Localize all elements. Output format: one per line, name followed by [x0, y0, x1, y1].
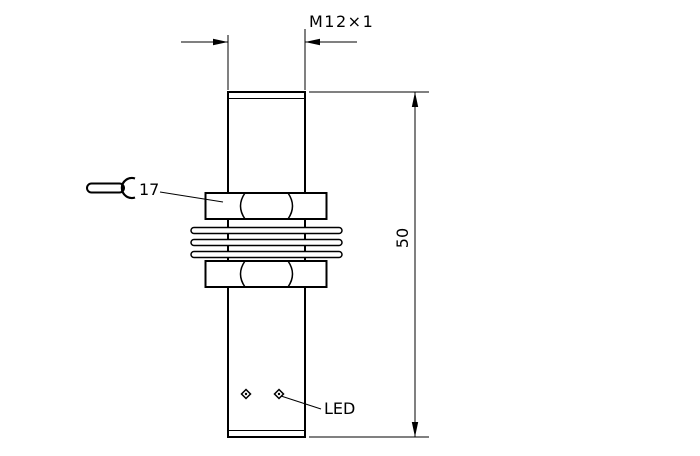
wrench-icon — [86, 176, 136, 200]
length-label: 50 — [393, 228, 412, 248]
wrench-leader-line — [159, 191, 224, 203]
washer — [190, 250, 343, 259]
hex-facet-arc — [239, 260, 246, 288]
hex-nut-outline — [204, 192, 328, 220]
led-dot — [244, 392, 248, 396]
washer — [190, 238, 343, 247]
hex-facet-arc — [287, 192, 294, 220]
hex-nut-lower — [204, 260, 328, 288]
arrowhead — [411, 92, 419, 107]
hex-facet-arc — [287, 260, 294, 288]
hex-facet-arc — [239, 192, 246, 220]
hex-nut-outline — [204, 260, 328, 288]
arrowhead — [411, 422, 419, 437]
washer — [190, 226, 343, 235]
wrench-size-label: 17 — [139, 180, 159, 199]
wrench-jaw — [120, 176, 136, 200]
arrowhead — [213, 38, 228, 46]
length-dimension — [309, 91, 429, 438]
led-indicator — [240, 388, 252, 400]
led-leader-line — [280, 395, 322, 410]
thread-label: M12×1 — [309, 12, 374, 31]
diameter-dimension — [181, 29, 357, 90]
led-label: LED — [324, 399, 355, 418]
wrench-handle — [86, 182, 125, 194]
hex-nut-upper — [204, 192, 328, 220]
arrowhead — [305, 38, 320, 46]
led-dot — [277, 392, 281, 396]
